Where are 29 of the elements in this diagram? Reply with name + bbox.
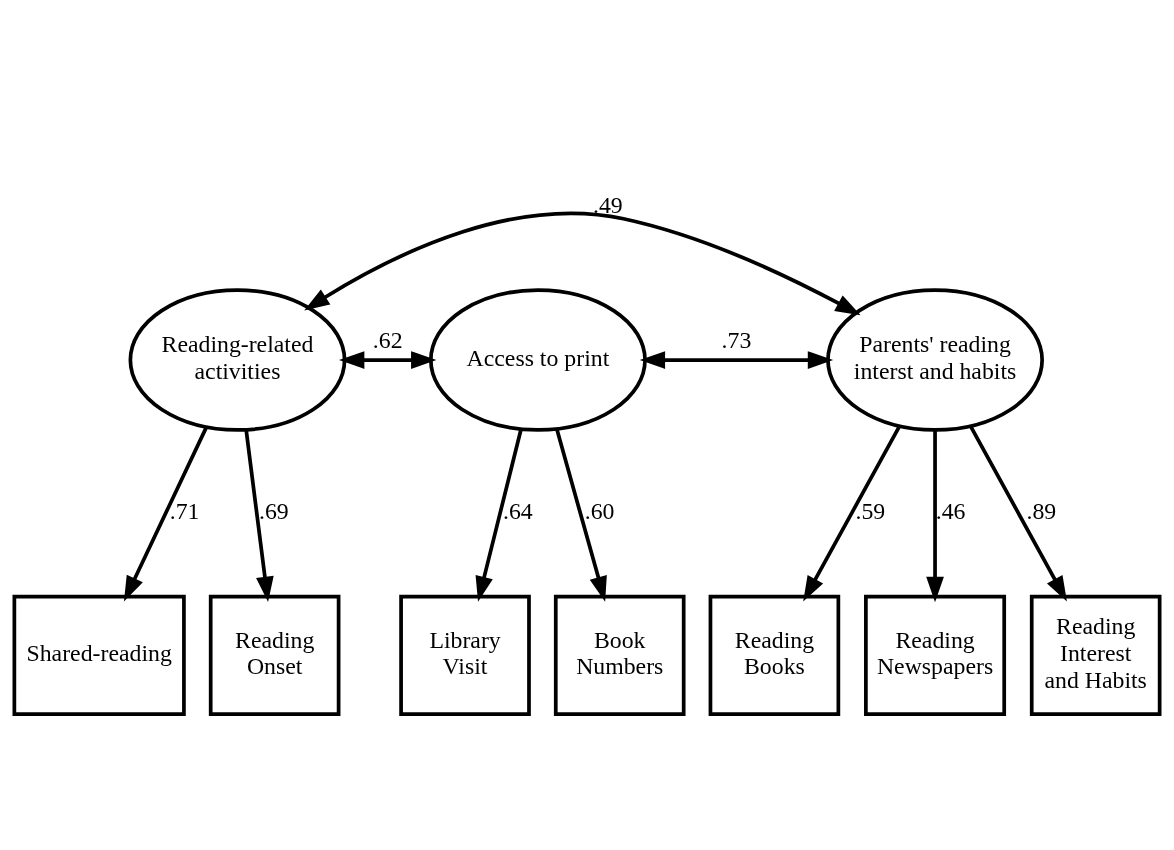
- arrow: [304, 211, 861, 315]
- arrow: [926, 429, 944, 602]
- edge-label: .71: [169, 497, 200, 524]
- edge-label: .89: [1026, 497, 1057, 524]
- edge-label: .60: [584, 497, 615, 524]
- edge-label: .69: [259, 497, 289, 524]
- edge-label: .62: [372, 326, 403, 353]
- node-box: Library Visit: [399, 594, 531, 716]
- node-box: Reading Newspapers: [864, 594, 1007, 716]
- node-ellipse: Access to print: [428, 287, 647, 432]
- node-box: Shared-reading: [12, 594, 186, 716]
- edge-label: .59: [855, 497, 886, 524]
- node-box: Reading Onset: [208, 594, 341, 716]
- arrow: [123, 425, 209, 601]
- arrow: [969, 425, 1067, 601]
- arrow: [639, 350, 834, 369]
- edge-label: .64: [502, 497, 533, 524]
- node-ellipse: Parents' reading interst and habits: [826, 287, 1044, 432]
- node-box: Reading Interest and Habits: [1029, 594, 1162, 716]
- arrow: [475, 428, 523, 602]
- node-box: Reading Books: [708, 594, 841, 716]
- arrow: [555, 428, 607, 602]
- arrow: [803, 425, 902, 601]
- edge-label: .49: [592, 191, 623, 218]
- arrow: [244, 429, 274, 602]
- node-box: Book Numbers: [553, 594, 686, 716]
- edge-label: .73: [721, 326, 752, 353]
- edge-label: .46: [935, 497, 966, 524]
- arrow: [339, 350, 437, 369]
